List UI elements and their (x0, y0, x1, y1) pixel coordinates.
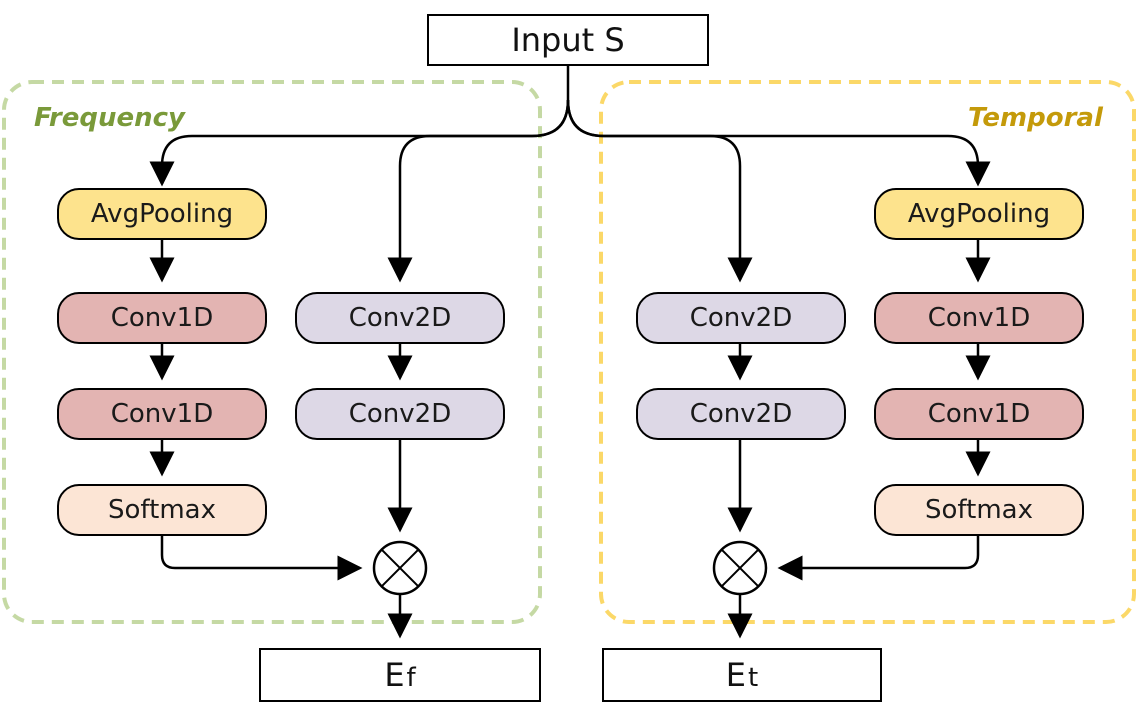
split-far-left-connector (149, 99, 570, 187)
input-label: Input S (511, 21, 625, 59)
temp-conv2d-block-1: Conv2D (636, 292, 846, 344)
temporal-group-border (599, 80, 1136, 624)
frequency-group-border (2, 80, 542, 624)
freq-softmax-block: Softmax (57, 484, 267, 536)
freq-output-main: E (384, 656, 405, 694)
split-left-connector (387, 99, 570, 283)
temp-conv2d-block-2: Conv2D (636, 388, 846, 440)
freq-avgpooling-block: AvgPooling (57, 188, 267, 240)
frequency-title: Frequency (34, 103, 185, 133)
split-right-connector (566, 99, 753, 283)
temp-output-main: E (725, 656, 746, 694)
freq-output-sub: f (406, 663, 416, 693)
input-box: Input S (427, 14, 709, 66)
temporal-title: Temporal (968, 103, 1103, 133)
freq-multiply-icon (372, 540, 428, 596)
freq-conv2d-block-1: Conv2D (295, 292, 505, 344)
freq-conv2d-block-2: Conv2D (295, 388, 505, 440)
freq-conv1d-block-2: Conv1D (57, 388, 267, 440)
temp-avgpooling-block: AvgPooling (874, 188, 1084, 240)
temp-softmax-to-mult (777, 536, 980, 581)
temp-multiply-icon (712, 540, 768, 596)
temp-conv1d-block-2: Conv1D (874, 388, 1084, 440)
freq-conv1d-block-1: Conv1D (57, 292, 267, 344)
temp-output-sub: t (748, 663, 759, 693)
temp-softmax-block: Softmax (874, 484, 1084, 536)
split-far-right-connector (566, 99, 991, 187)
temp-conv1d-block-1: Conv1D (874, 292, 1084, 344)
freq-softmax-to-mult (160, 536, 363, 581)
